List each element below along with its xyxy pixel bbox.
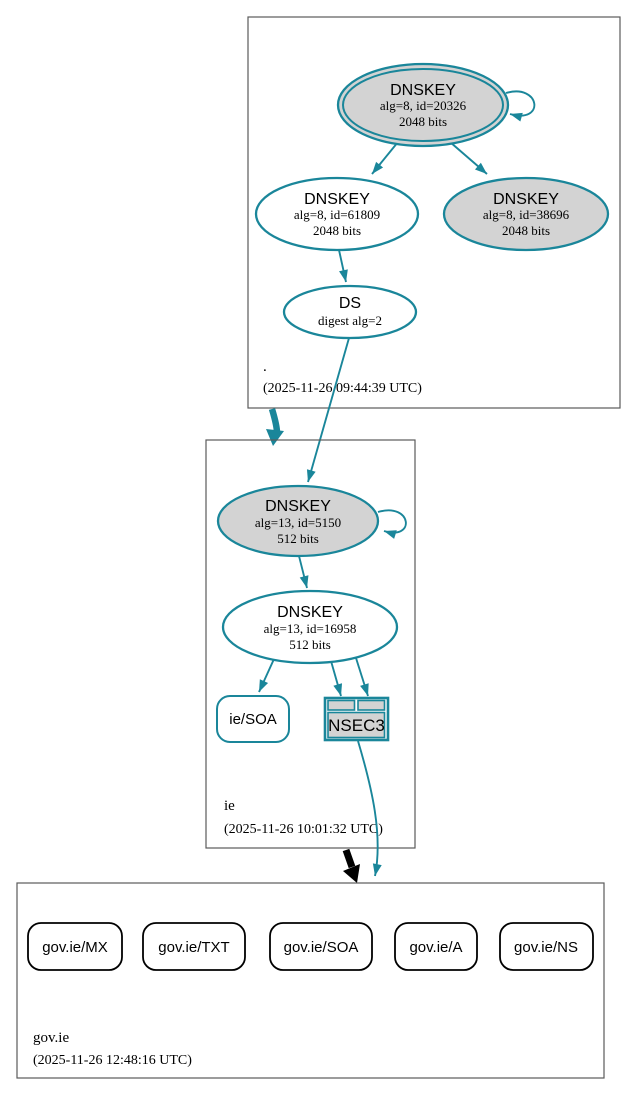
node-ie-zsk: DNSKEY alg=13, id=16958 512 bits — [221, 589, 399, 665]
root-ksk-outer-ellipse — [336, 62, 510, 148]
zone-timestamp-root: (2025-11-26 09:44:39 UTC) — [263, 381, 422, 396]
edge-ie-ksk-selfloop — [377, 509, 407, 539]
zone-box-govie — [16, 882, 605, 1079]
ie-zsk-ellipse — [221, 589, 399, 665]
node-root-ds: DS digest alg=2 — [282, 284, 418, 340]
ie-zsk-title: DNSKEY — [277, 604, 343, 621]
root-standby-detail2: 2048 bits — [502, 223, 550, 238]
node-ie-nsec3: NSEC3 — [323, 696, 390, 742]
ie-soa-label: ie/SOA — [229, 711, 277, 728]
govie-mx-rect — [27, 922, 123, 971]
nsec3-cell-right — [357, 699, 386, 711]
edge-ie-nsec3-to-govie — [357, 740, 382, 877]
node-root-zsk: DNSKEY alg=8, id=61809 2048 bits — [254, 176, 420, 252]
root-standby-title: DNSKEY — [493, 191, 559, 208]
zone-timestamp-ie: (2025-11-26 10:01:32 UTC) — [224, 822, 383, 837]
edge-root-to-ie-delegation — [268, 408, 281, 434]
root-ds-detail1: digest alg=2 — [318, 313, 382, 328]
nsec3-cell-left — [327, 699, 356, 711]
edge-root-to-ie-delegation-arrowhead — [266, 429, 284, 446]
root-ds-title: DS — [339, 295, 361, 312]
node-ie-ksk: DNSKEY alg=13, id=5150 512 bits — [216, 484, 380, 558]
ie-zsk-detail2: 512 bits — [289, 637, 331, 652]
edge-root-ksk-to-standby — [449, 141, 488, 175]
govie-mx-label: gov.ie/MX — [42, 939, 108, 956]
govie-soa-label: gov.ie/SOA — [284, 939, 359, 956]
govie-soa-rect — [269, 922, 373, 971]
ie-ksk-detail2: 512 bits — [277, 531, 319, 546]
zone-root: . (2025-11-26 09:44:39 UTC) DNSKEY alg=8… — [247, 16, 621, 483]
root-zsk-title: DNSKEY — [304, 191, 370, 208]
zone-name-govie: gov.ie — [33, 1030, 69, 1046]
node-root-standby-key: DNSKEY alg=8, id=38696 2048 bits — [442, 176, 610, 252]
edge-ie-to-govie-delegation-arrowhead — [343, 864, 360, 883]
govie-a-rect — [394, 922, 478, 971]
ie-soa-rect — [216, 695, 290, 743]
node-govie-a: gov.ie/A — [394, 922, 478, 971]
edge-ie-zsk-to-nsec3-left — [330, 660, 343, 697]
root-ds-ellipse — [282, 284, 418, 340]
edge-root-ksk-selfloop — [505, 90, 536, 122]
zone-box-root — [247, 16, 621, 409]
edge-ie-ksk-to-zsk — [298, 555, 309, 589]
govie-ns-label: gov.ie/NS — [514, 939, 578, 956]
zone-name-ie: ie — [224, 798, 235, 814]
edge-ie-zsk-to-soa — [258, 658, 275, 693]
root-zsk-detail1: alg=8, id=61809 — [294, 207, 380, 222]
ie-ksk-title: DNSKEY — [265, 498, 331, 515]
nsec3-cell-label — [327, 711, 386, 739]
govie-txt-rect — [142, 922, 246, 971]
node-govie-mx: gov.ie/MX — [27, 922, 123, 971]
node-govie-soa: gov.ie/SOA — [269, 922, 373, 971]
zone-ie: ie (2025-11-26 10:01:32 UTC) DNSKEY alg=… — [205, 439, 416, 883]
root-ksk-detail1: alg=8, id=20326 — [380, 98, 467, 113]
node-root-ksk: DNSKEY alg=8, id=20326 2048 bits — [336, 62, 510, 148]
edge-root-zsk-to-ds — [338, 249, 348, 283]
govie-ns-rect — [499, 922, 594, 971]
zone-name-root: . — [263, 359, 267, 375]
root-ksk-title: DNSKEY — [390, 82, 456, 99]
ie-zsk-detail1: alg=13, id=16958 — [264, 621, 357, 636]
root-ksk-inner-ellipse — [342, 68, 504, 142]
root-zsk-ellipse — [254, 176, 420, 252]
govie-a-label: gov.ie/A — [409, 939, 462, 956]
zone-govie: gov.ie (2025-11-26 12:48:16 UTC) gov.ie/… — [16, 882, 605, 1079]
node-govie-txt: gov.ie/TXT — [142, 922, 246, 971]
edge-ie-to-govie-delegation — [342, 848, 356, 869]
nsec3-label: NSEC3 — [328, 716, 385, 735]
edge-ie-zsk-to-nsec3-right — [355, 657, 369, 697]
ie-ksk-ellipse — [216, 484, 380, 558]
root-ksk-detail2: 2048 bits — [399, 114, 447, 129]
zone-timestamp-govie: (2025-11-26 12:48:16 UTC) — [33, 1053, 192, 1068]
root-zsk-detail2: 2048 bits — [313, 223, 361, 238]
root-standby-ellipse — [442, 176, 610, 252]
node-govie-ns: gov.ie/NS — [499, 922, 594, 971]
edge-root-ds-to-ie-ksk — [306, 337, 350, 483]
ie-ksk-detail1: alg=13, id=5150 — [255, 515, 341, 530]
zone-box-ie — [205, 439, 416, 849]
node-ie-soa: ie/SOA — [216, 695, 290, 743]
govie-txt-label: gov.ie/TXT — [158, 939, 229, 956]
edge-root-ksk-to-zsk — [371, 141, 399, 175]
root-standby-detail1: alg=8, id=38696 — [483, 207, 570, 222]
